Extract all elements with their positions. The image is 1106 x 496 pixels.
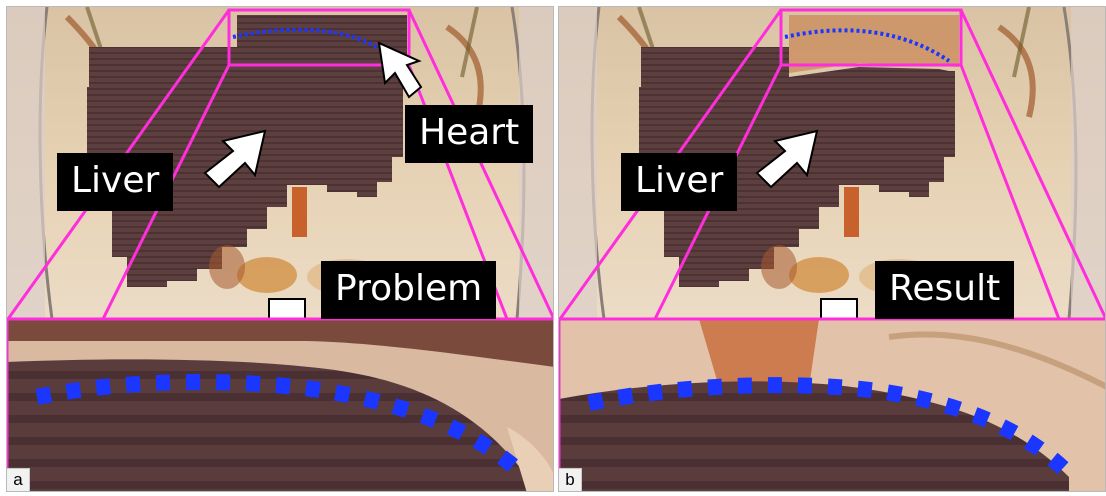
panel-a-image xyxy=(7,7,554,492)
label-result: Result xyxy=(875,261,1014,319)
panel-letter-a: a xyxy=(7,468,30,491)
panel-b: Liver Result b xyxy=(558,6,1106,492)
panel-letter-b: b xyxy=(559,468,582,491)
label-heart: Heart xyxy=(405,105,533,163)
panel-a: Liver Heart Problem a xyxy=(6,6,554,492)
label-liver: Liver xyxy=(57,153,173,211)
label-problem: Problem xyxy=(321,261,496,319)
panel-b-image xyxy=(559,7,1106,492)
label-liver: Liver xyxy=(621,153,737,211)
